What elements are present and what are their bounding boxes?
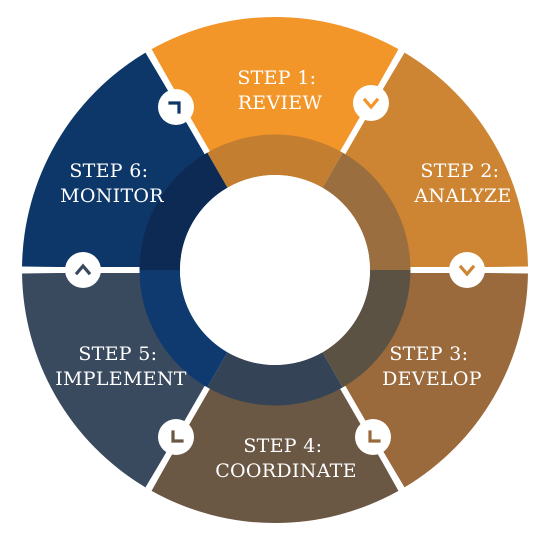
- step-4-label: STEP 4: COORDINATE: [215, 435, 357, 482]
- connector-circle: [158, 89, 194, 125]
- connector-circle: [353, 85, 389, 121]
- step-5-label: STEP 5: IMPLEMENT: [55, 343, 187, 390]
- connector-circle: [158, 419, 194, 455]
- step-6-inner-segment: [139, 152, 228, 270]
- center-hub: [180, 175, 370, 365]
- step-6-title: MONITOR: [60, 185, 164, 207]
- connector-step-3-step-4: [355, 419, 391, 455]
- step-3-inner-segment: [322, 270, 411, 388]
- step-2-label: STEP 2: ANALYZE: [413, 160, 511, 207]
- step-2-title: ANALYZE: [413, 185, 511, 207]
- chevron-right-icon: [168, 101, 181, 114]
- chevron-up-icon: [74, 263, 92, 276]
- step-4-number: STEP 4:: [243, 435, 322, 457]
- step-2-number: STEP 2:: [420, 160, 499, 182]
- step-1-segment: [151, 17, 399, 153]
- connector-circle: [65, 252, 101, 288]
- step-3-number: STEP 3:: [389, 343, 468, 365]
- connector-step-6-step-1: [158, 89, 194, 125]
- step-4-inner-segment: [207, 352, 343, 406]
- connector-step-4-step-5: [158, 419, 194, 455]
- step-3-label: STEP 3: DEVELOP: [382, 343, 482, 390]
- step-1-label: STEP 1: REVIEW: [237, 67, 322, 114]
- step-1-title: REVIEW: [238, 92, 323, 114]
- connector-circle: [449, 252, 485, 288]
- chevron-left-icon: [171, 430, 184, 443]
- step-2-segment: [344, 52, 528, 269]
- step-6-number: STEP 6:: [69, 160, 148, 182]
- step-3-title: DEVELOP: [382, 368, 482, 390]
- step-1-inner-segment: [207, 134, 343, 188]
- step-5-title: IMPLEMENT: [55, 368, 187, 390]
- chevron-left-icon: [368, 430, 381, 443]
- step-2-inner-segment: [322, 152, 411, 270]
- chevron-down-icon: [362, 97, 380, 110]
- connector-step-1-step-2: [353, 85, 389, 121]
- step-5-inner-segment: [139, 270, 228, 388]
- connector-step-5-step-6: [65, 252, 101, 288]
- step-4-segment: [151, 387, 399, 523]
- connector-step-2-step-3: [449, 252, 485, 288]
- step-6-label: STEP 6: MONITOR: [60, 160, 164, 207]
- chevron-down-icon: [458, 264, 476, 277]
- step-1-number: STEP 1:: [237, 67, 316, 89]
- cycle-connectors: [65, 85, 485, 455]
- step-4-title: COORDINATE: [215, 460, 357, 482]
- inner-ring: [139, 134, 411, 406]
- step-labels: STEP 1: REVIEW STEP 2: ANALYZE STEP 3: D…: [55, 67, 511, 482]
- connector-circle: [355, 419, 391, 455]
- step-5-number: STEP 5:: [78, 343, 157, 365]
